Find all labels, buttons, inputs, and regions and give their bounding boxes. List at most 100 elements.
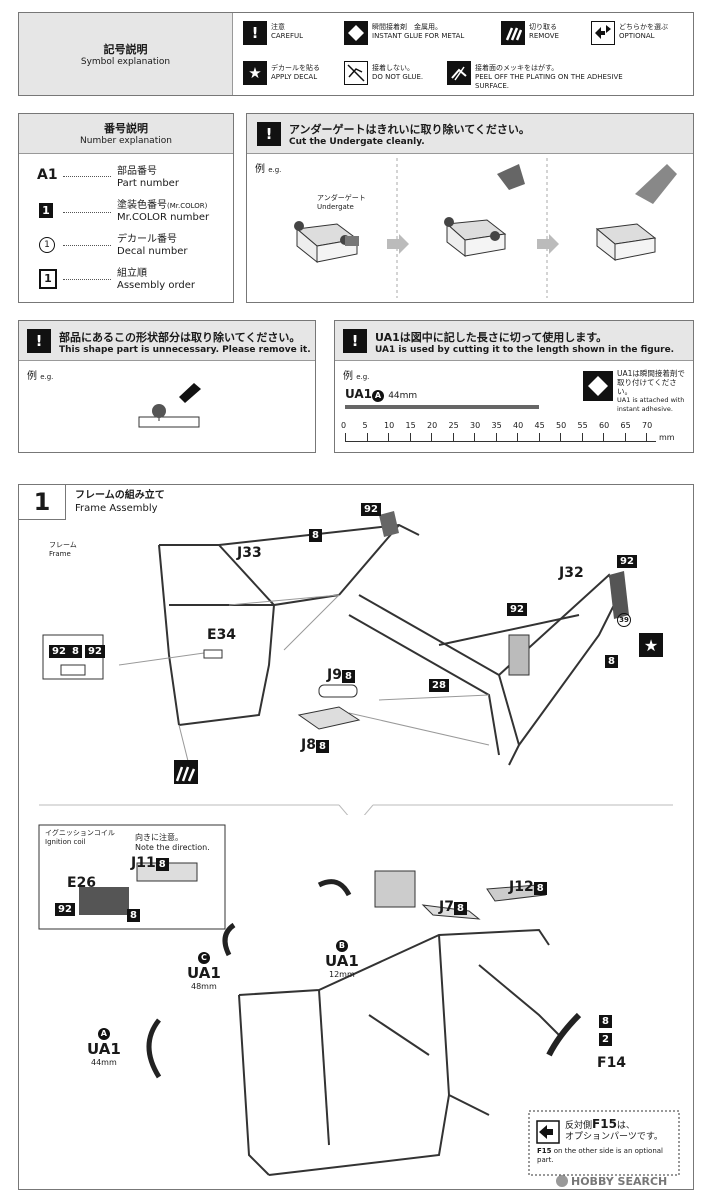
opt-jp3: オプションパーツです。	[565, 1132, 663, 1142]
ruler-tick-label: 20	[427, 421, 438, 430]
unnecessary-title-jp: 部品にあるこの形状部分は取り除いてください。	[59, 331, 301, 344]
frame-en: Frame	[49, 550, 71, 558]
ruler-tick	[624, 433, 626, 441]
direction-jp: 向きに注意。	[135, 833, 183, 842]
frame-assembly-illustration: ★	[39, 511, 673, 815]
ua1-title-en: UA1 is used by cutting it to the length …	[375, 345, 675, 355]
ruler-tick-label: 45	[534, 421, 545, 430]
ruler-tick-label: 0	[341, 421, 347, 430]
optional-jp: どちらかを選ぶ	[619, 23, 668, 31]
sample-part-number: A1	[37, 167, 58, 183]
unnecessary-illustration	[138, 383, 201, 428]
color-8: 8	[309, 529, 322, 542]
ignition-en: Ignition coil	[45, 838, 86, 846]
part-j9: J9	[327, 667, 342, 683]
ignition-jp: イグニッションコイル	[45, 829, 115, 837]
step1-box: 1 フレームの組み立て Frame Assembly フレーム Frame	[18, 484, 694, 1190]
ua1-title-jp: UA1は図中に記した長さに切って使用します。	[375, 331, 608, 344]
sample-color-number: 1	[39, 203, 53, 218]
direction-en: Note the direction.	[135, 843, 210, 852]
ruler-tick-label: 5	[362, 421, 368, 430]
sample-decal-number: 1	[39, 237, 55, 253]
ruler-tick-label: 35	[491, 421, 502, 430]
exclamation-icon: !	[257, 122, 281, 146]
careful-en: CAREFUL	[271, 32, 304, 40]
undergate-label-en: Undergate	[317, 203, 354, 211]
eg-jp: 例	[27, 371, 37, 382]
color-8: 8	[533, 882, 547, 895]
remove-en: REMOVE	[529, 32, 559, 40]
ua1-b-name: UA1	[325, 952, 359, 970]
number-header: 番号説明 Number explanation	[19, 114, 233, 154]
color-8: 8	[127, 909, 140, 922]
color-2: 2	[599, 1033, 612, 1046]
symbol-title-jp: 記号説明	[103, 43, 148, 56]
undergate-title-jp: アンダーゲートはきれいに取り除いてください。	[289, 123, 530, 136]
glue-jp: 瞬間接着剤 金属用。	[372, 23, 442, 31]
peel-en: PEEL OFF THE PLATING ON THE ADHESIVE SUR…	[475, 73, 623, 90]
ruler-tick	[538, 433, 540, 441]
ua1-c-length: 48mm	[191, 982, 217, 991]
decal-number-en: Decal number	[117, 246, 188, 257]
step-title-en: Frame Assembly	[75, 503, 158, 514]
opt-jp2: は、	[616, 1121, 635, 1131]
decal-jp: デカールを貼る	[271, 64, 320, 72]
decal-en: APPLY DECAL	[271, 73, 318, 81]
ruler-tick-label: 15	[405, 421, 416, 430]
frame-jp: フレーム	[49, 541, 77, 549]
ruler-tick	[409, 433, 411, 441]
ruler-tick	[474, 433, 475, 441]
ruler-tick-label: 30	[470, 421, 481, 430]
part-e34: E34	[207, 627, 237, 643]
ua1-b-letter: B	[335, 940, 348, 952]
optional-arrows-icon	[591, 21, 615, 45]
unnecessary-box: ! 部品にあるこの形状部分は取り除いてください。 This shape part…	[18, 320, 316, 453]
noglue-jp: 接着しない。	[372, 64, 414, 72]
dotted-leader	[63, 212, 111, 213]
ua1-a-length: 44mm	[91, 1058, 117, 1067]
careful-jp: 注意	[271, 23, 285, 31]
ua1-c-letter: C	[197, 952, 210, 964]
number-title-jp: 番号説明	[104, 122, 148, 135]
part-f14: F14	[597, 1055, 627, 1071]
ruler-tick	[581, 433, 583, 441]
color-number-en: Mr.COLOR number	[117, 212, 210, 223]
ruler-tick	[603, 433, 604, 441]
peel-jp: 接着面のメッキをはがす。	[475, 64, 559, 72]
part-e26: E26	[67, 875, 97, 891]
diamond-glue-icon	[344, 21, 368, 45]
remove-icon	[501, 21, 525, 45]
part-j33: J33	[237, 545, 262, 561]
ruler-tick-label: 70	[642, 421, 653, 430]
opt-en: on the other side is an optional part.	[537, 1147, 664, 1164]
decal-number-jp: デカール番号	[117, 234, 177, 245]
exclamation-icon: !	[343, 329, 367, 353]
ruler-tick	[495, 433, 497, 441]
ruler-tick-label: 65	[620, 421, 631, 430]
dotted-leader	[63, 176, 111, 177]
ua1-note-jp: UA1は瞬間接着剤で取り付けてください。	[617, 369, 685, 396]
ignition-assembly-illustration	[38, 824, 680, 1176]
ruler-tick	[431, 433, 432, 441]
ruler-tick-label: 25	[448, 421, 459, 430]
part-number-en: Part number	[117, 178, 179, 189]
eg-jp: 例	[343, 371, 353, 382]
color-92: 92	[49, 645, 69, 658]
ua1-note-en: UA1 is attached with instant adhesive.	[617, 396, 685, 413]
undergate-title-en: Cut the Undergate cleanly.	[289, 137, 425, 147]
eg-en: e.g.	[356, 373, 370, 381]
sample-assembly-order: 1	[39, 269, 57, 289]
ua1-letter: A	[372, 390, 385, 402]
part-j11: J11	[131, 855, 156, 871]
noglue-en: DO NOT GLUE.	[372, 73, 424, 81]
color-number-jp-small: (Mr.COLOR)	[167, 202, 208, 210]
color-92: 92	[361, 503, 381, 516]
unnecessary-header: ! 部品にあるこの形状部分は取り除いてください。 This shape part…	[19, 321, 315, 361]
ua1-a-letter: A	[97, 1028, 110, 1040]
no-glue-icon	[344, 61, 368, 85]
opt-en-part: F15	[537, 1147, 552, 1155]
assembly-order-jp: 組立順	[117, 268, 147, 279]
ruler-tick-label: 50	[556, 421, 567, 430]
opt-part: F15	[592, 1117, 617, 1131]
